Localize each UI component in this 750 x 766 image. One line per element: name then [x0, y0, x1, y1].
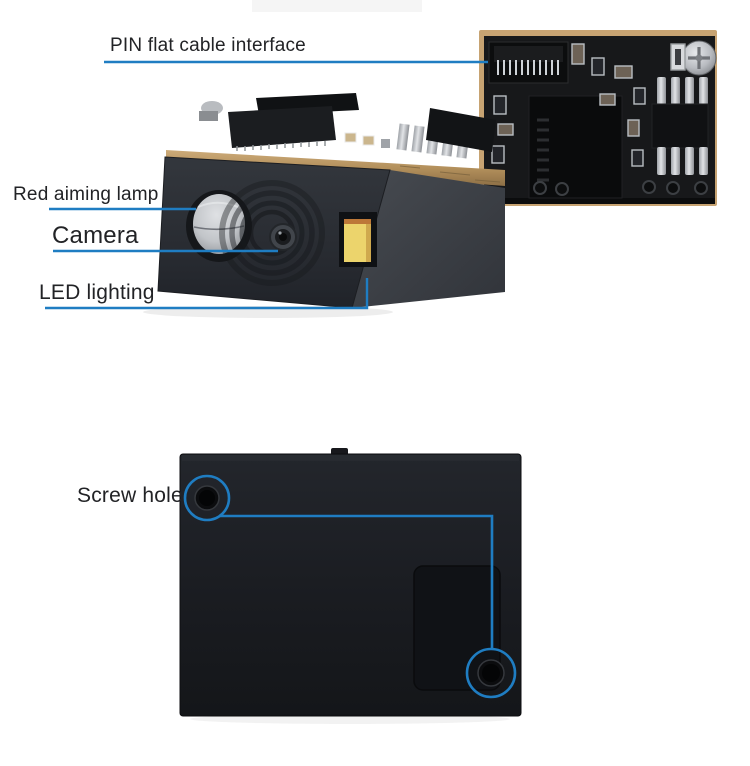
bottom-top-bevel: [182, 455, 519, 461]
resistor-stripe: [675, 49, 681, 65]
annotation-screw-circle-bottom: [465, 647, 517, 699]
pcb-figure: [479, 30, 717, 206]
label-red-aiming-lamp: Red aiming lamp: [13, 184, 159, 205]
aiming-lamp-lens: [186, 190, 252, 262]
annotation-led-line: [45, 278, 369, 310]
label-camera: Camera: [52, 222, 139, 249]
label-screw-hole: Screw hole: [77, 484, 183, 507]
annotation-screw-line: [220, 514, 494, 648]
soic-legs-bottom: [657, 147, 708, 175]
label-led-lighting: LED lighting: [39, 281, 155, 304]
flat-cable-connector: [488, 41, 569, 84]
pcb-bottom-shadow: [484, 198, 715, 204]
module-top-components: [199, 93, 496, 159]
label-pin-flat-cable-interface: PIN flat cable interface: [110, 35, 306, 56]
camera-lens: [219, 180, 325, 286]
pcb-screw: [681, 40, 717, 76]
annotation-lines: [45, 60, 517, 699]
soic-legs-top: [657, 77, 708, 105]
bottom-shadow: [190, 714, 510, 724]
bottom-view-figure: [179, 448, 522, 724]
screw-hole-bottom-right: [477, 659, 505, 687]
top-artifact-strip: [252, 0, 422, 12]
module-side-face: [352, 170, 505, 308]
pcb-pads: [533, 180, 708, 196]
annotation-screw-circle-top: [183, 474, 231, 522]
screw-hole-top-left: [194, 485, 220, 511]
main-chip: [528, 95, 623, 199]
scanner-front-figure: [143, 93, 505, 318]
led-window: [339, 212, 377, 267]
bottom-recess: [413, 565, 501, 691]
soic-chip: [651, 77, 709, 175]
camera-rings: [219, 180, 325, 286]
module-top-connector: [426, 108, 496, 152]
